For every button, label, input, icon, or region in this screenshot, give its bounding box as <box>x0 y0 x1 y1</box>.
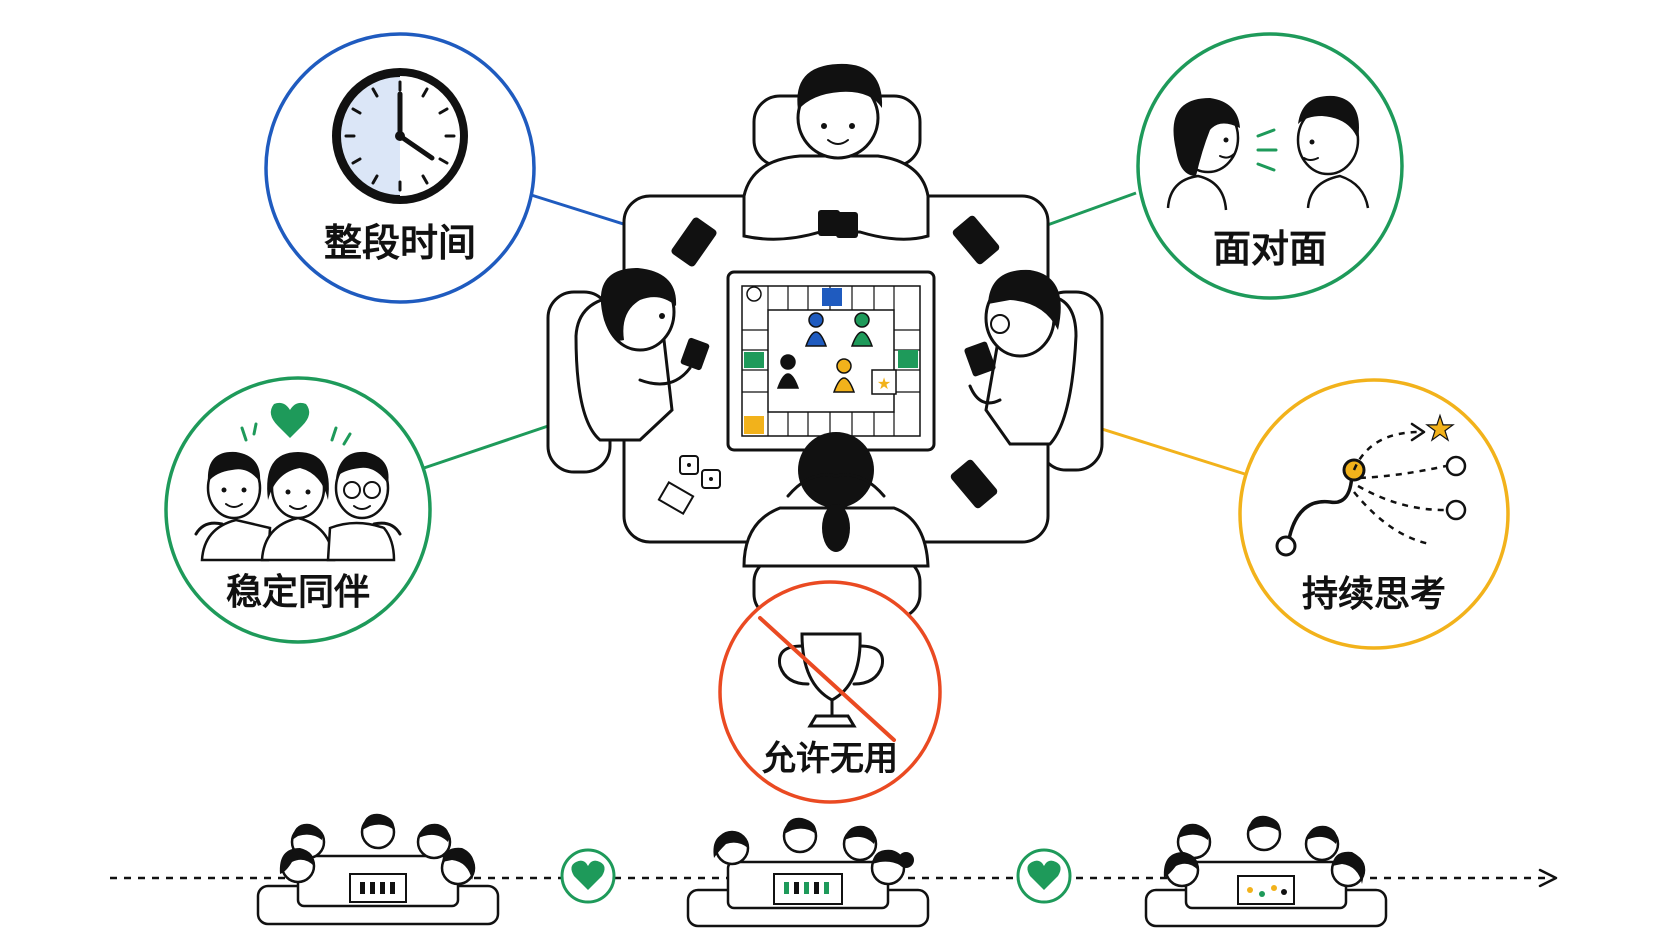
label-stable-companions: 稳定同伴 <box>226 572 370 613</box>
heart-icon <box>270 402 310 438</box>
label-allowed-useless: 允许无用 <box>762 739 898 779</box>
svg-text:★: ★ <box>877 374 891 393</box>
timeline-arrowhead <box>1538 868 1558 888</box>
timeline-heart-marker-2 <box>1016 848 1072 904</box>
dice <box>679 455 721 489</box>
pawn-blue <box>804 312 828 347</box>
connector-whole-time <box>527 192 637 230</box>
branching-path-icon: ★ <box>1275 408 1467 557</box>
circle-whole-time: 整段时间 <box>264 32 536 304</box>
phone-bottom-right <box>950 459 998 509</box>
circle-face-to-face: 面对面 <box>1136 32 1404 300</box>
circle-sustained-thinking: ★ 持续思考 <box>1238 378 1510 650</box>
game-board: ★ <box>726 270 936 452</box>
phone-top-right <box>952 215 1000 265</box>
heart-icon <box>1027 860 1061 890</box>
clock-icon <box>332 68 468 204</box>
central-game-table-scene: ★ <box>546 63 1104 620</box>
circle-stable-companions: 稳定同伴 <box>164 376 432 644</box>
label-whole-time: 整段时间 <box>324 221 476 265</box>
card-on-table <box>657 480 695 516</box>
circle-allowed-useless: 允许无用 <box>718 580 942 804</box>
two-faces-icon <box>1166 95 1370 211</box>
mini-game-scene-3 <box>1144 815 1388 928</box>
pawn-black <box>776 354 800 389</box>
pawn-yellow <box>832 358 856 393</box>
mini-game-scene-2 <box>686 817 930 928</box>
pawn-green <box>850 312 874 347</box>
player-bottom <box>742 432 930 568</box>
crossed-trophy-icon <box>758 616 896 742</box>
phone-top-left <box>671 217 717 267</box>
player-top <box>742 63 930 241</box>
friends-group-icon <box>194 402 402 562</box>
strike-line <box>758 616 896 742</box>
connector-sustained-thinking <box>1085 422 1249 477</box>
player-right <box>964 269 1078 446</box>
heart-icon <box>571 860 605 890</box>
player-left <box>574 268 710 442</box>
timeline <box>110 813 1558 928</box>
label-face-to-face: 面对面 <box>1213 227 1327 271</box>
mini-game-scene-1 <box>256 813 500 926</box>
svg-text:★: ★ <box>1425 409 1455 449</box>
label-sustained-thinking: 持续思考 <box>1302 574 1446 615</box>
timeline-heart-marker-1 <box>560 848 616 904</box>
connector-stable-companions <box>417 420 561 472</box>
